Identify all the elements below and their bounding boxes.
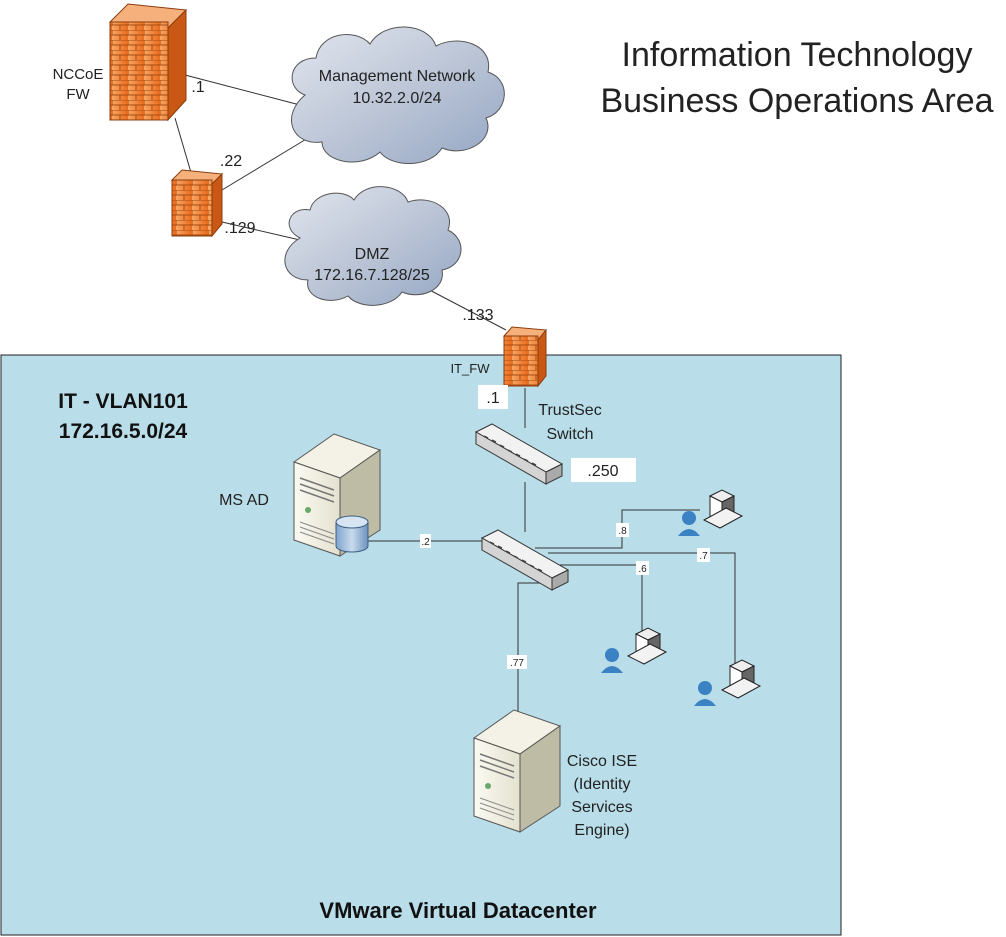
ise-label-line2: (Identity xyxy=(574,776,631,793)
link-label-fw2-mgmt: .22 xyxy=(220,153,242,170)
link-label-dmz-itfw: .133 xyxy=(462,307,493,324)
ise-label-line4: Engine) xyxy=(574,822,629,839)
link-label-nccoe-mgmt: .1 xyxy=(191,79,204,96)
ise-link-badge: .77 xyxy=(507,655,527,669)
it-firewall-icon xyxy=(502,326,547,388)
user-workstation-2 xyxy=(601,627,668,673)
svg-text:.8: .8 xyxy=(618,526,627,537)
nccoe-firewall-icon xyxy=(108,3,188,122)
ise-label-line3: Services xyxy=(571,799,632,816)
management-network-name: Management Network xyxy=(319,68,477,85)
dmz-cloud: DMZ 172.16.7.128/25 xyxy=(284,186,462,306)
ms-ad-server-icon xyxy=(292,433,382,557)
link-label-fw2-dmz: .129 xyxy=(224,220,255,237)
trustsec-ip-badge: .250 xyxy=(571,458,636,482)
trustsec-label-line2: Switch xyxy=(546,426,593,443)
svg-text:.77: .77 xyxy=(510,658,524,669)
it-fw-label: IT_FW xyxy=(451,361,491,376)
user2-link-badge: .6 xyxy=(636,561,649,575)
management-network-cloud: Management Network 10.32.2.0/24 xyxy=(291,26,505,164)
it-fw-inside-ip-badge: .1 xyxy=(478,385,508,409)
page-title-line1: Information Technology xyxy=(622,36,973,74)
database-icon xyxy=(335,515,369,553)
svg-text:.6: .6 xyxy=(638,564,647,575)
page-title-line2: Business Operations Area xyxy=(600,82,993,120)
datacenter-label: VMware Virtual Datacenter xyxy=(319,898,597,923)
user-workstation-3 xyxy=(694,659,762,706)
trustsec-switch-icon xyxy=(474,423,564,485)
ms-ad-label: MS AD xyxy=(219,492,269,509)
access-switch-icon xyxy=(480,529,570,591)
ise-label-line1: Cisco ISE xyxy=(567,753,637,770)
trustsec-label-line1: TrustSec xyxy=(538,402,601,419)
user-icon xyxy=(678,511,700,536)
dmz-subnet: 172.16.7.128/25 xyxy=(314,267,430,284)
svg-text:.7: .7 xyxy=(699,551,708,562)
vlan-name: IT - VLAN101 xyxy=(58,390,188,413)
user3-link-badge: .7 xyxy=(697,548,710,562)
svg-text:.2: .2 xyxy=(421,537,430,548)
vlan-area xyxy=(0,354,842,936)
user-icon xyxy=(601,648,623,673)
vlan-subnet: 172.16.5.0/24 xyxy=(59,420,188,443)
wan-links xyxy=(174,74,507,331)
cisco-ise-server-icon xyxy=(472,709,562,833)
computer-icon xyxy=(702,489,744,529)
computer-icon xyxy=(626,627,668,665)
edge-firewall-icon xyxy=(170,169,224,238)
nccoe-fw-label-line2: FW xyxy=(66,86,90,103)
user-icon xyxy=(694,681,716,706)
user-workstation-1 xyxy=(678,489,744,536)
svg-text:.250: .250 xyxy=(587,463,618,480)
nccoe-fw-label-line1: NCCoE xyxy=(53,66,104,83)
svg-text:.1: .1 xyxy=(486,390,499,407)
msad-link-badge: .2 xyxy=(420,534,431,548)
user1-link-badge: .8 xyxy=(616,523,629,537)
management-network-subnet: 10.32.2.0/24 xyxy=(353,90,442,107)
computer-icon xyxy=(720,659,762,699)
dmz-name: DMZ xyxy=(355,246,390,263)
